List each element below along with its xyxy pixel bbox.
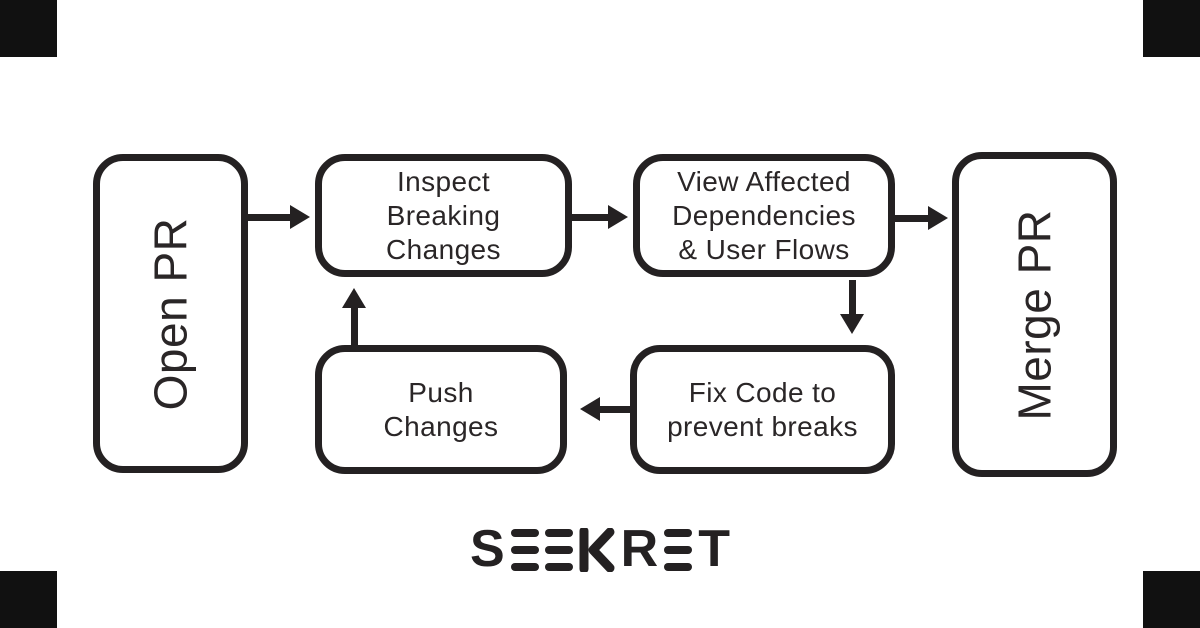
node-open-pr: Open PR [93,154,248,473]
logo-letter-e-icon [544,528,573,571]
corner-marker-top-left [0,0,57,57]
arrowhead-right-icon [608,205,628,229]
arrow-shaft [572,214,610,221]
corner-marker-bottom-left [0,571,57,628]
arrowhead-up-icon [342,288,366,308]
arrow-shaft [246,214,292,221]
node-inspect-label: Inspect Breaking Changes [386,165,501,265]
logo-letter-e-icon [510,528,539,571]
node-push-label: Push Changes [383,376,499,442]
arrow-shaft [894,215,930,222]
node-open-pr-label: Open PR [144,217,197,410]
arrow-shaft [849,280,856,318]
corner-marker-top-right [1143,0,1200,57]
node-fix-code: Fix Code to prevent breaks [630,345,895,474]
arrowhead-down-icon [840,314,864,334]
node-push-changes: Push Changes [315,345,567,474]
node-merge-pr-label: Merge PR [1008,208,1061,421]
node-view-label: View Affected Dependencies & User Flows [672,165,856,265]
arrowhead-right-icon [928,206,948,230]
logo-letter-t: T [698,520,731,578]
arrow-shaft [598,406,630,413]
node-view-affected-dependencies: View Affected Dependencies & User Flows [633,154,895,277]
node-inspect-breaking-changes: Inspect Breaking Changes [315,154,572,277]
arrowhead-left-icon [580,397,600,421]
seekret-logo: S R T [469,520,731,578]
arrow-shaft [351,306,358,346]
logo-letter-k-icon [579,527,615,572]
logo-letter-s: S [469,520,505,578]
logo-letter-e-icon [664,528,693,571]
corner-marker-bottom-right [1143,571,1200,628]
node-fix-label: Fix Code to prevent breaks [667,376,858,442]
arrowhead-right-icon [290,205,310,229]
logo-letter-r: R [620,520,659,578]
node-merge-pr: Merge PR [952,152,1117,477]
